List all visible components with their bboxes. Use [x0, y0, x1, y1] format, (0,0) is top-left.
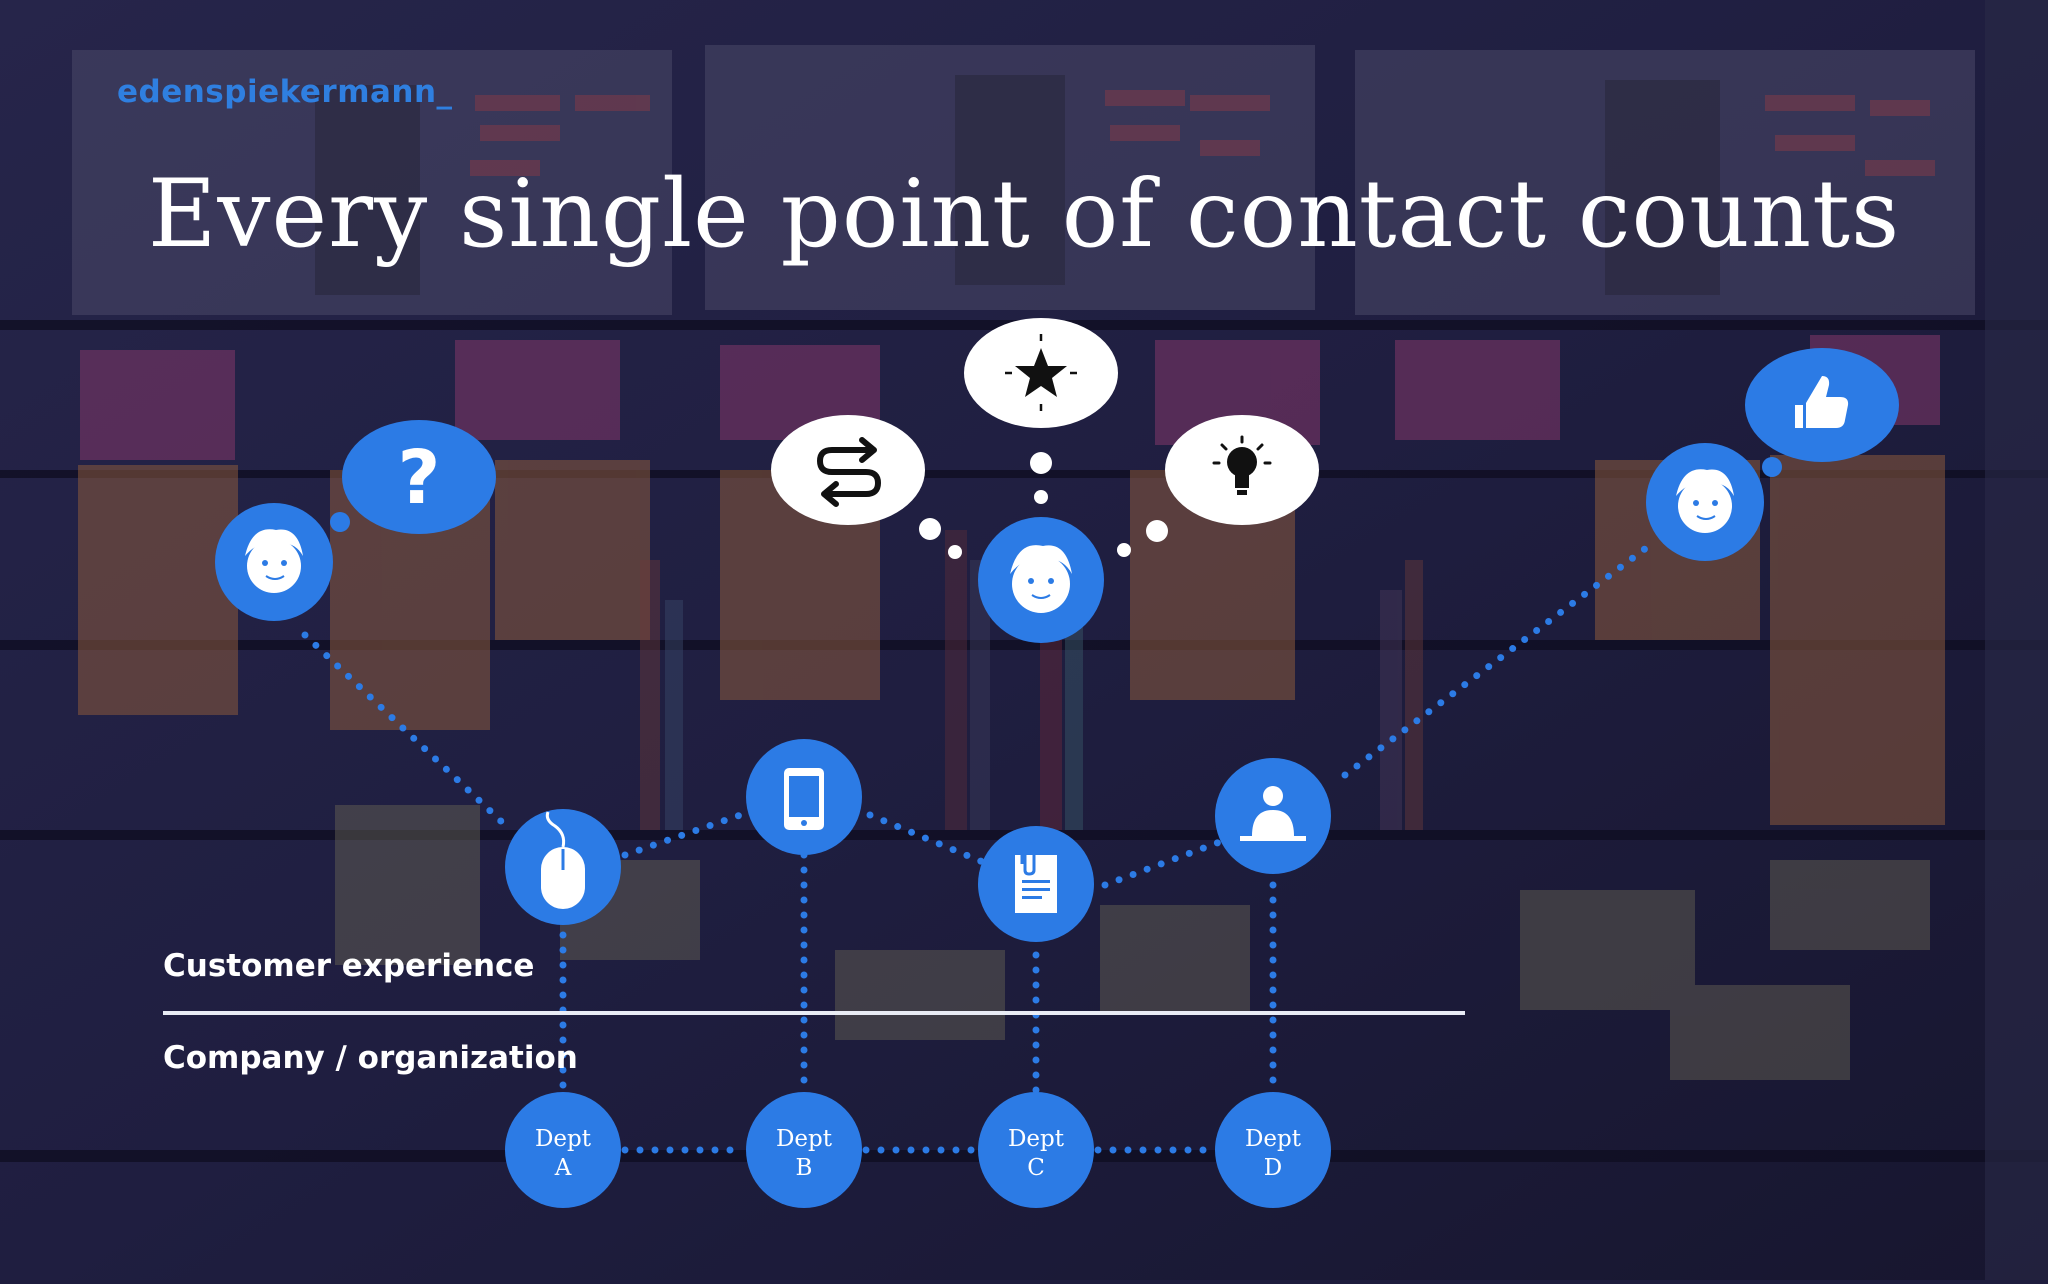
- mouse-touchpoint: [505, 809, 621, 925]
- exchange-bubble: [771, 415, 925, 525]
- dept-b-label: Dept: [776, 1126, 833, 1152]
- company-label: Company / organization: [163, 1040, 578, 1076]
- dept-a-letter: A: [554, 1155, 572, 1181]
- arrows-exchange-icon: [817, 437, 881, 507]
- dept-d-node: Dept D: [1215, 1092, 1331, 1208]
- dept-b-node: Dept B: [746, 1092, 862, 1208]
- dept-d-letter: D: [1264, 1155, 1282, 1181]
- dept-c-node: Dept C: [978, 1092, 1094, 1208]
- dept-d-label: Dept: [1245, 1126, 1302, 1152]
- thumbs-up-icon: [1795, 376, 1849, 428]
- document-icon: [1015, 838, 1057, 913]
- connection-lines: [301, 541, 1654, 1154]
- document-touchpoint: [978, 826, 1094, 942]
- question-bubble: ?: [342, 420, 496, 534]
- brand-logo: edenspiekermann_: [117, 74, 453, 110]
- dept-b-letter: B: [796, 1155, 813, 1181]
- lightbulb-icon: [1212, 435, 1272, 495]
- dept-c-letter: C: [1027, 1155, 1045, 1181]
- customer-face-icon: [1646, 443, 1764, 561]
- star-icon: [1015, 348, 1067, 397]
- smartphone-touchpoint: [746, 739, 862, 855]
- idea-bubble: [1165, 415, 1319, 525]
- smartphone-icon: [784, 768, 824, 830]
- slide-title: Every single point of contact counts: [147, 160, 1901, 269]
- dept-c-label: Dept: [1008, 1126, 1065, 1152]
- dept-a-node: Dept A: [505, 1092, 621, 1208]
- divider-line: [163, 1011, 1465, 1015]
- customer-face-icon: [215, 503, 333, 621]
- customer-experience-label: Customer experience: [163, 948, 535, 984]
- thumbs-up-bubble: [1745, 348, 1899, 462]
- person-at-counter-icon: [1240, 786, 1306, 841]
- dept-a-label: Dept: [535, 1126, 592, 1152]
- star-bubble: [964, 318, 1118, 428]
- star-rays: [1005, 334, 1077, 411]
- counter-touchpoint: [1215, 758, 1331, 874]
- customer-face-icon: [978, 517, 1104, 643]
- thought-dots-center: [919, 452, 1168, 559]
- question-mark-icon: ?: [398, 435, 441, 521]
- mouse-icon: [541, 811, 585, 909]
